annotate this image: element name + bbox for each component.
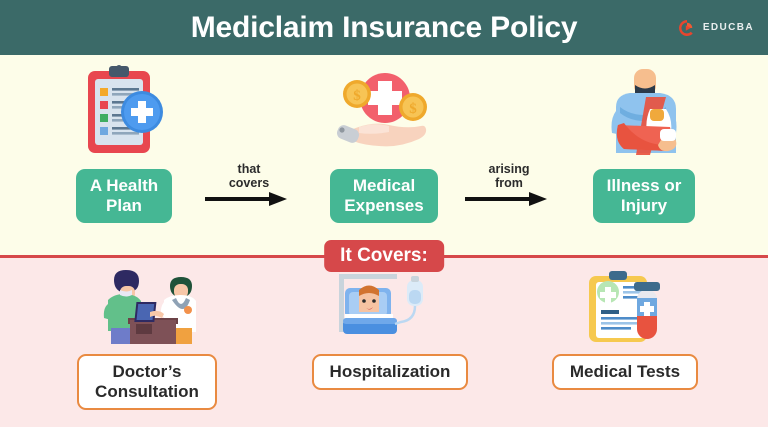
connector-that-covers: that covers (203, 162, 295, 207)
it-covers-badge: It Covers: (324, 240, 444, 272)
hand-holding-medical-coins-icon: $ $ (336, 73, 427, 147)
flow-section: A Health Plan that covers $ $ (0, 55, 768, 256)
flow-node-health-plan[interactable]: A Health Plan (58, 63, 190, 223)
connector-label: that covers (228, 162, 270, 190)
cover-item-medical-tests[interactable]: Medical Tests (540, 268, 710, 390)
clipboard-medical-icon (88, 65, 163, 153)
cover-item-hospitalization[interactable]: Hospitalization (305, 268, 475, 390)
flow-node-label: Medical Expenses (330, 169, 438, 223)
connector-label: arising from (488, 162, 530, 190)
person-arm-sling-icon (611, 69, 677, 155)
header-bar: Mediclaim Insurance Policy EDUCBA (0, 0, 768, 55)
brand-name: EDUCBA (702, 22, 754, 33)
connector-arising-from: arising from (463, 162, 555, 207)
page-title: Mediclaim Insurance Policy (190, 10, 578, 44)
cover-item-doctors-consultation[interactable]: Doctor’s Consultation (62, 268, 232, 410)
cover-item-label: Medical Tests (551, 354, 699, 390)
clipboard-test-tube-icon (589, 271, 660, 342)
svg-text:$: $ (409, 101, 417, 117)
arrow-right-icon (205, 192, 287, 206)
arrow-right-icon (465, 192, 547, 206)
flow-node-medical-expenses[interactable]: $ $ Medical Expenses (318, 63, 450, 223)
flow-node-label: A Health Plan (75, 169, 173, 223)
cover-item-label: Hospitalization (311, 354, 469, 390)
svg-text:$: $ (353, 88, 361, 104)
flow-node-label: Illness or Injury (592, 169, 696, 223)
educba-logo-icon (678, 19, 693, 36)
flow-node-illness-injury[interactable]: Illness or Injury (578, 63, 710, 223)
cover-item-label: Doctor’s Consultation (77, 354, 217, 410)
brand-logo: EDUCBA (677, 18, 754, 38)
covers-section: Doctor’s Consultation (0, 258, 768, 427)
hospital-bed-patient-icon (339, 274, 423, 334)
doctor-consultation-icon (103, 270, 196, 344)
